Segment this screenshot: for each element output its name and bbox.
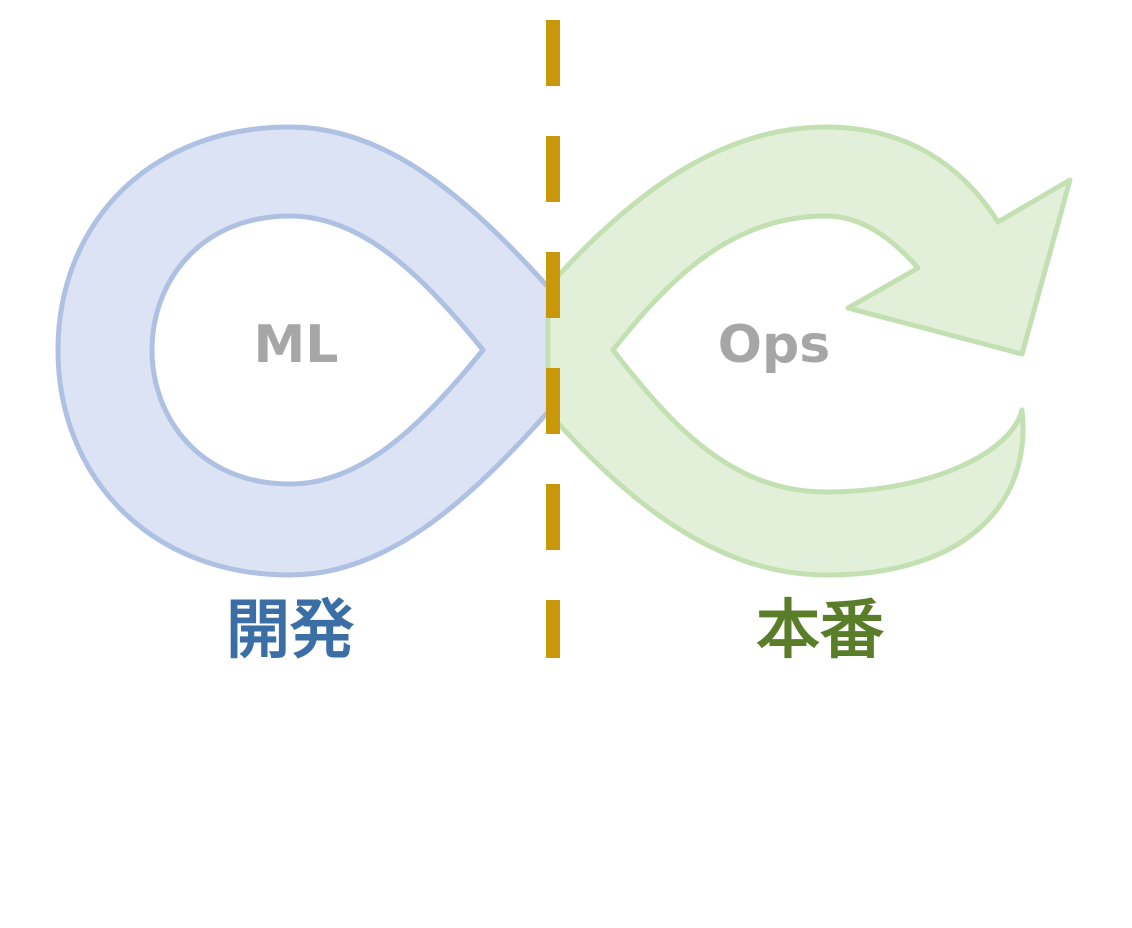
left-loop-band — [55, 124, 551, 578]
right-loop-band — [545, 124, 1073, 578]
prod-label: 本番 — [756, 594, 884, 668]
ops-label: Ops — [718, 315, 830, 375]
ml-label: ML — [254, 315, 339, 375]
dev-label: 開発 — [226, 594, 355, 668]
